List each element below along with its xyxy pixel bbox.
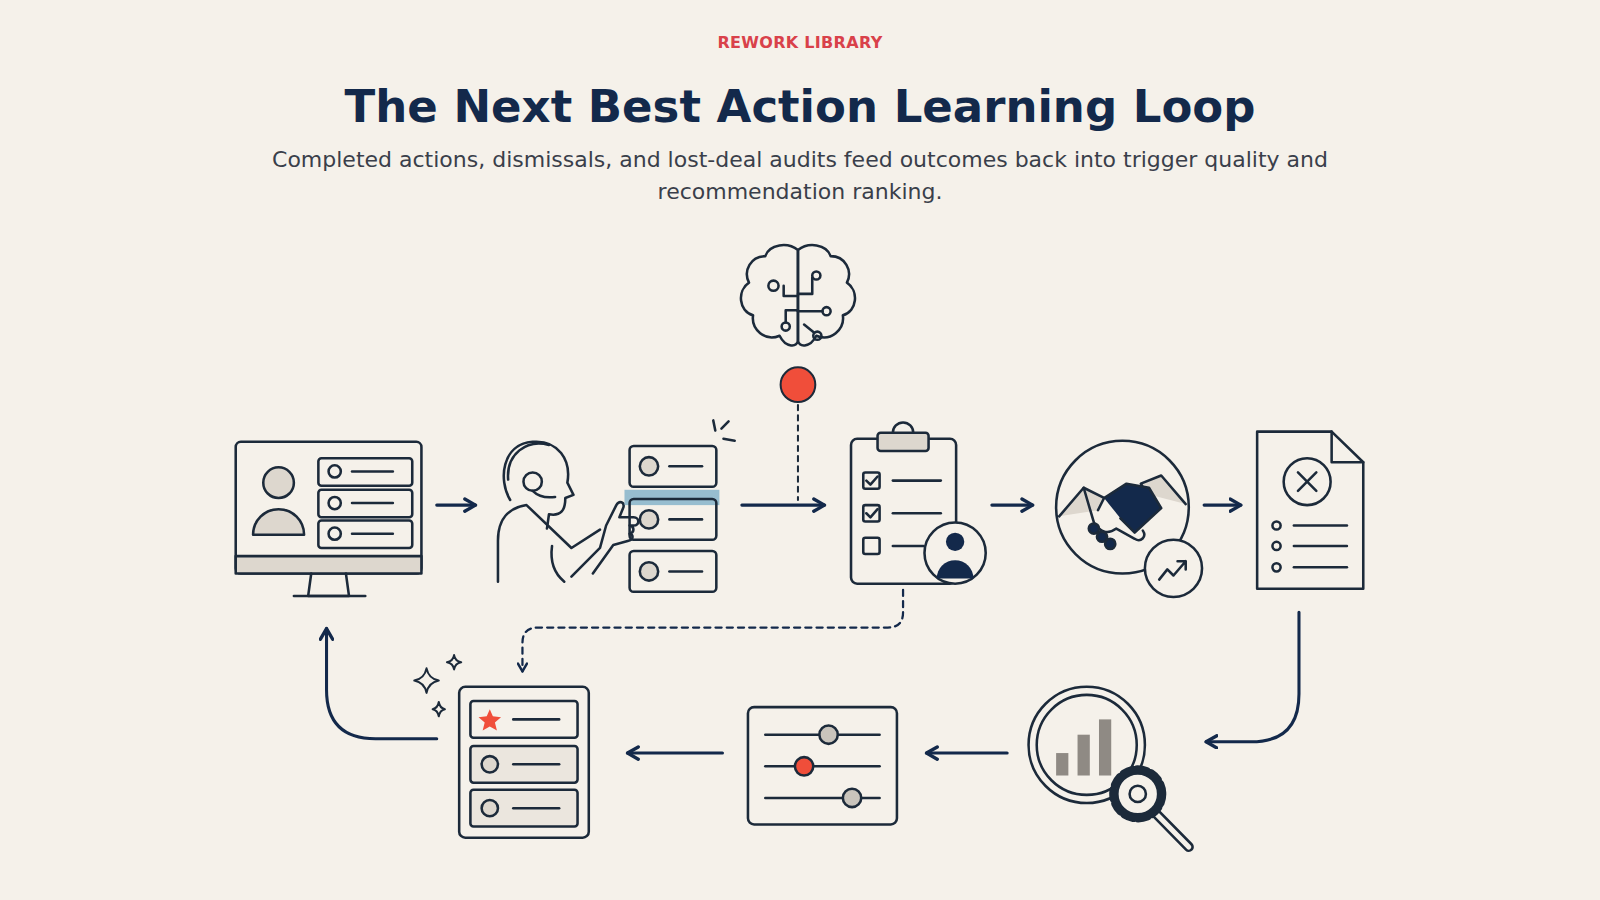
ranked-list-icon [414,655,588,838]
monitor-icon [236,442,422,596]
handshake-icon [1056,441,1202,597]
analysis-icon [1029,687,1189,847]
clipboard-icon [851,422,986,583]
signal-dot [781,367,816,402]
diagram-title: The Next Best Action Learning Loop [0,80,1600,133]
diagram-caption: Completed actions, dismissals, and lost-… [250,144,1350,208]
tuning-sliders-icon [748,707,897,824]
brain-icon [741,245,855,345]
eyebrow-label: REWORK LIBRARY [0,33,1600,52]
lost-deal-document-icon [1257,432,1363,589]
agent-icon [498,420,735,591]
